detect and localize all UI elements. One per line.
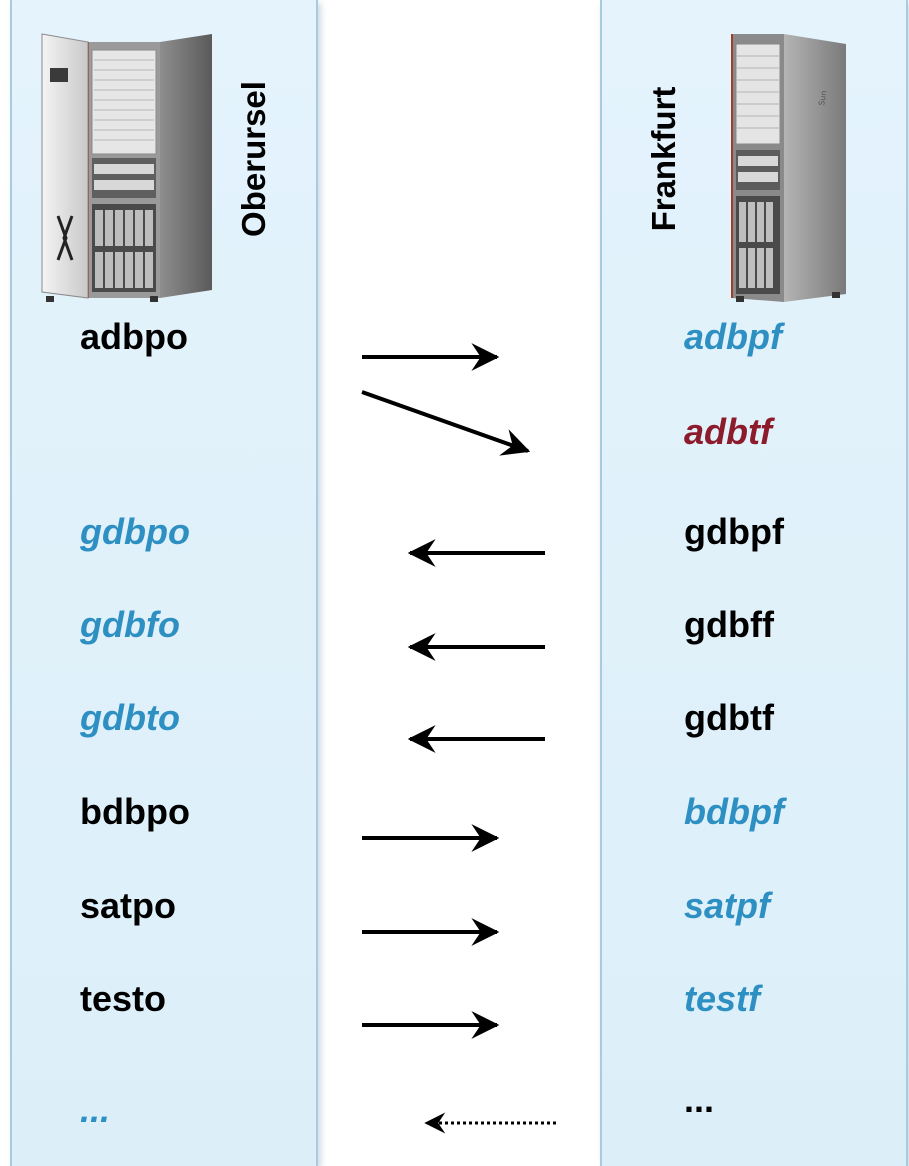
right-database-label: gdbtf	[684, 697, 774, 738]
left-database-label: adbpo	[80, 316, 188, 357]
left-database-label: gdbto	[80, 697, 180, 738]
left-database-label: gdbfo	[80, 604, 180, 645]
right-database-label: testf	[684, 978, 761, 1019]
right-database-label: satpf	[684, 885, 771, 926]
server-rack-icon	[41, 33, 212, 302]
right-database-label: adbpf	[684, 316, 782, 357]
left-database-label: gdbpo	[80, 511, 190, 552]
right-database-label: bdbpf	[684, 791, 784, 832]
right-database-label: gdbff	[684, 604, 774, 645]
right-database-label: gdbpf	[684, 511, 784, 552]
replication-arrow-adbpo-adbtf	[361, 390, 531, 456]
right-database-label: ...	[684, 1079, 715, 1120]
left-database-label: testo	[80, 978, 167, 1019]
server-rack-icon: Sun	[731, 34, 846, 302]
right-database-label: adbtf	[684, 411, 772, 452]
left-database-label: satpo	[80, 885, 177, 926]
svg-text:Sun: Sun	[817, 90, 829, 107]
left-database-label: ...	[80, 1089, 111, 1130]
left-database-label: bdbpo	[80, 791, 190, 832]
